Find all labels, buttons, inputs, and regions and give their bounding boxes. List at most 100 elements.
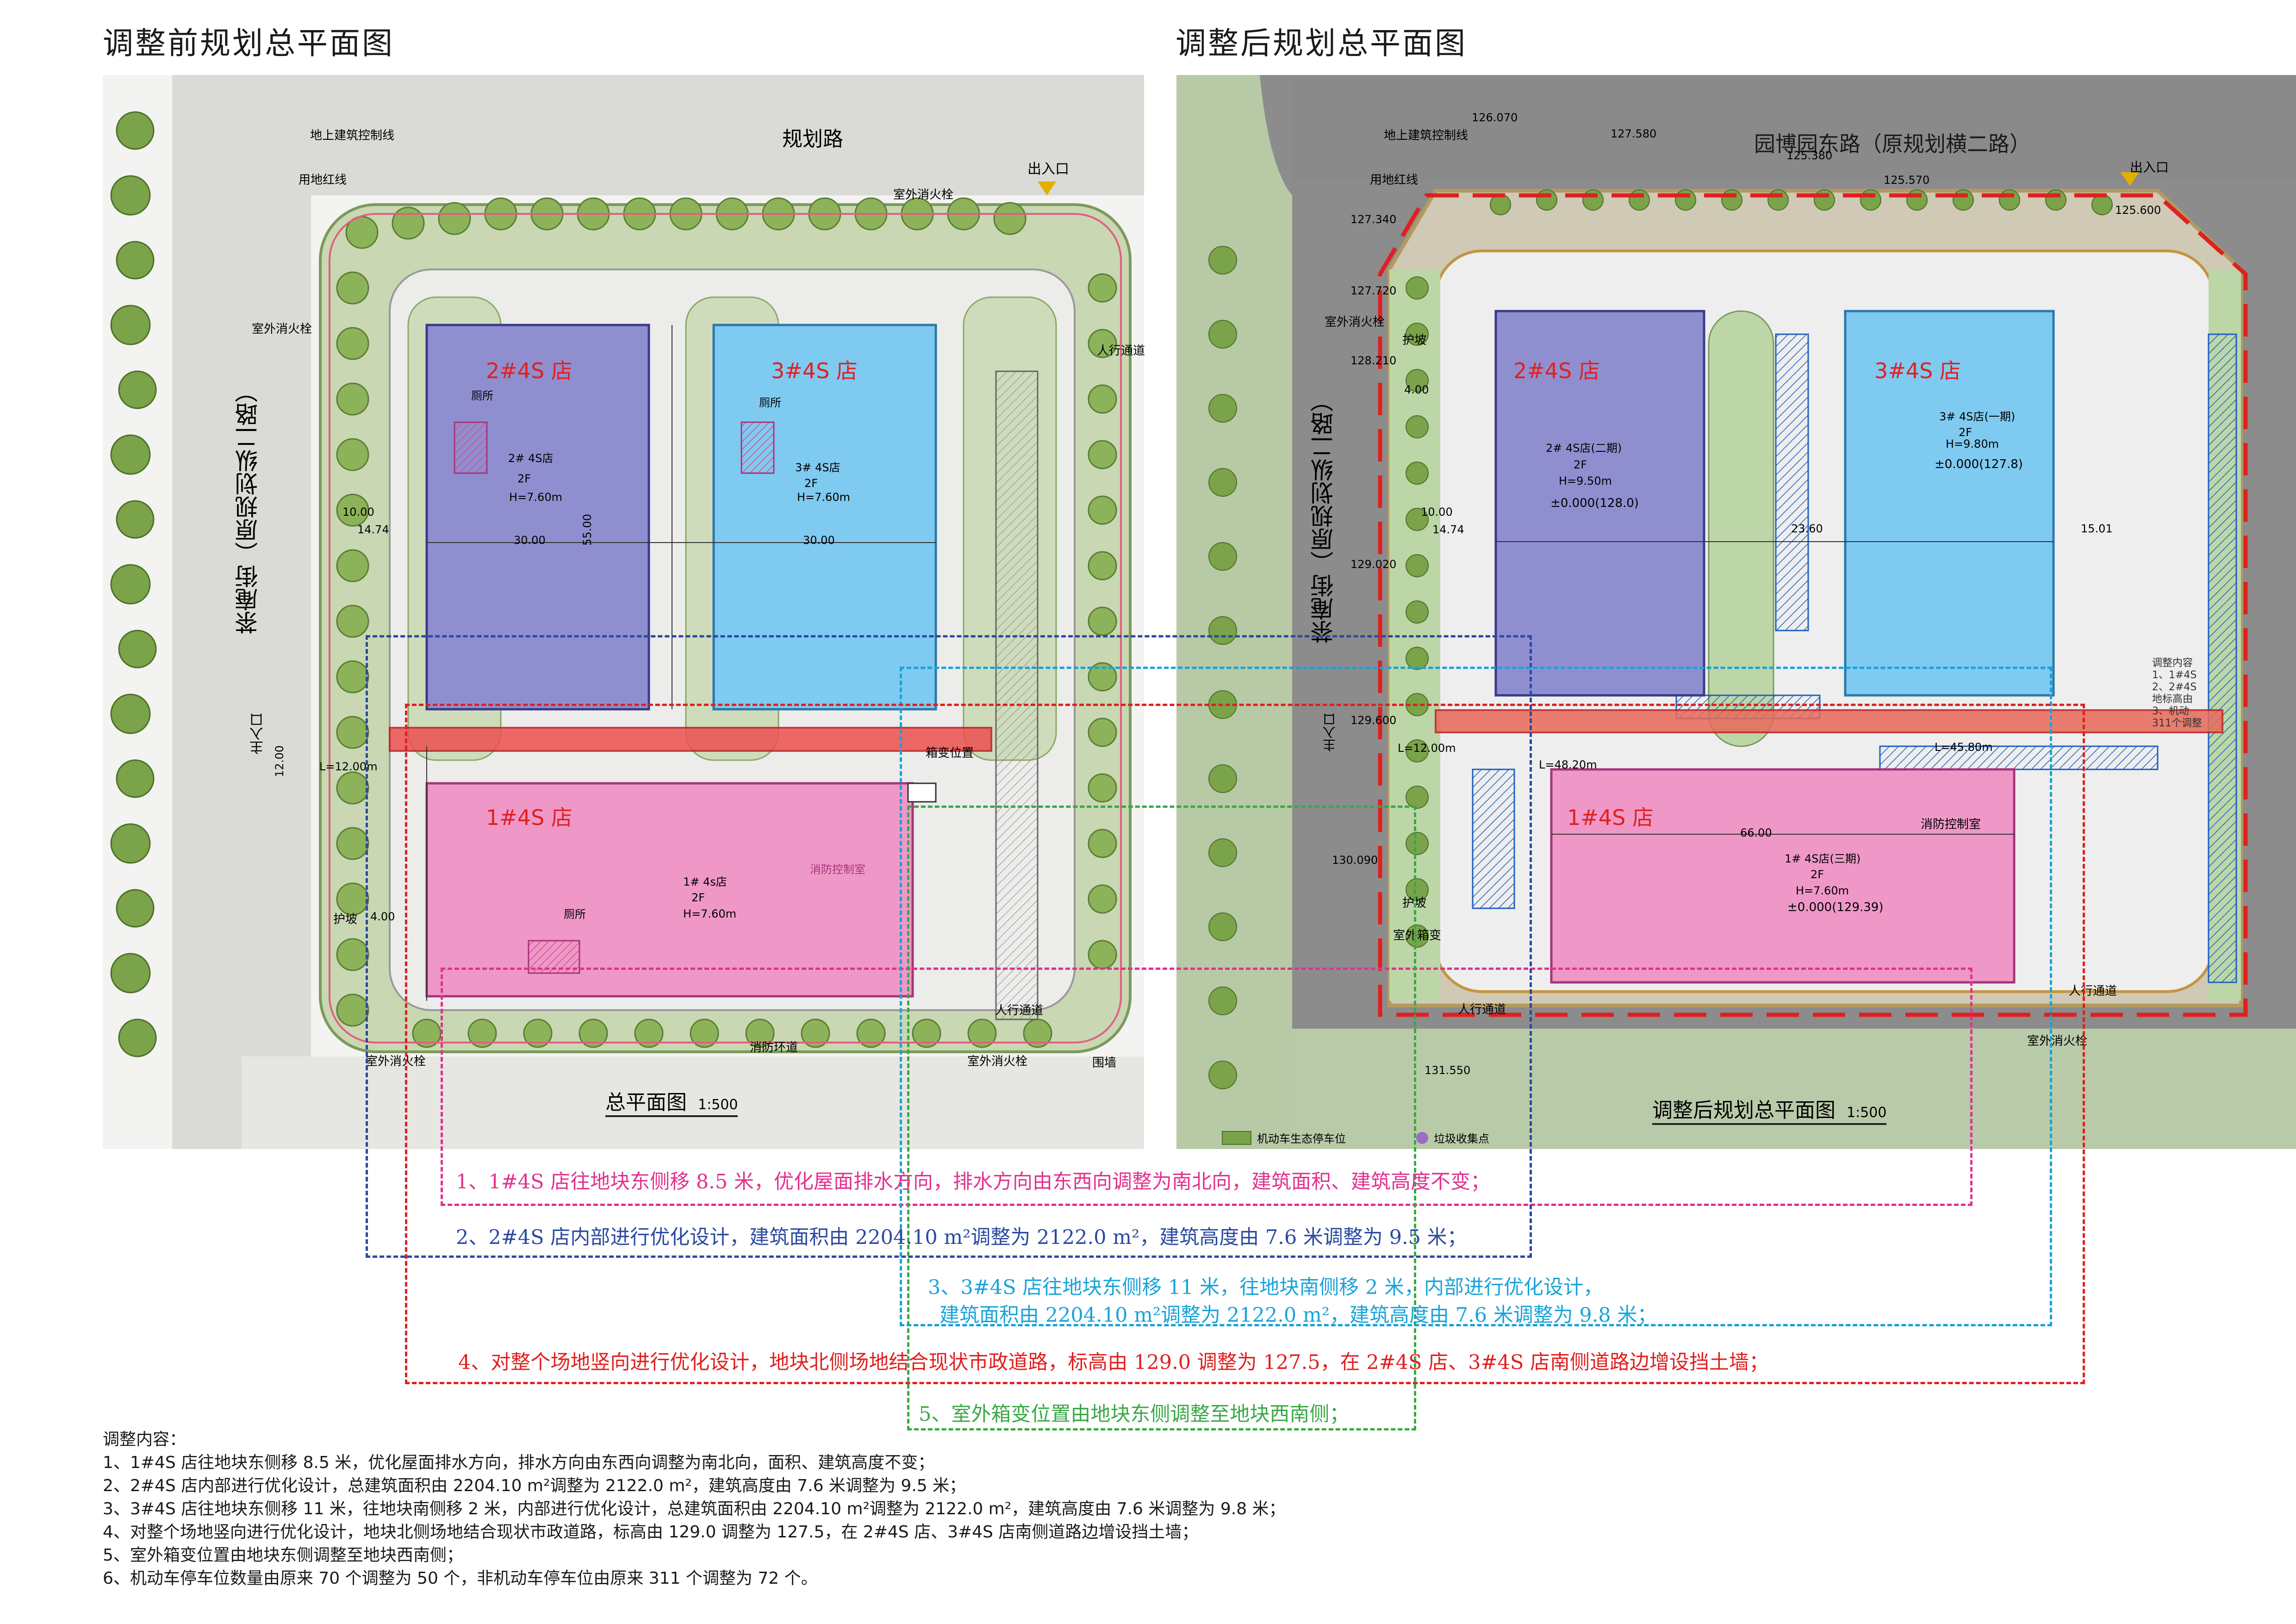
left-building-1-spec2: 2F: [691, 891, 705, 904]
right-redline-label: 用地红线: [1370, 173, 1419, 187]
left-hydrant-label-nw: 室外消火栓: [252, 322, 312, 336]
left-toilet-label-2: 厕所: [471, 389, 493, 402]
right-hydrant-label-se: 室外消火栓: [2027, 1034, 2088, 1048]
left-panel-title: 调整前规划总平面图: [103, 25, 394, 61]
left-slope-label: 护坡: [333, 912, 358, 926]
right-elev-9: 129.020: [1350, 558, 1397, 571]
callout-box-3: [900, 667, 2052, 1326]
right-building-3-spec3: H=9.80m: [1946, 437, 1999, 450]
right-hydrant-label-nw: 室外消火栓: [1325, 315, 1385, 329]
left-fire-room-label: 消防控制室: [810, 863, 865, 876]
right-building-2-spec1: 2# 4S店(二期): [1546, 442, 1622, 455]
right-building-2-spec3: H=9.50m: [1559, 475, 1612, 487]
left-toilet-2: [454, 421, 488, 474]
right-parking-west: [1472, 768, 1515, 909]
right-building-2: [1494, 310, 1705, 697]
callout-3-line1: 3、3#4S 店往地块东侧移 11 米，往地块南侧移 2 米，内部进行优化设计，: [928, 1276, 1603, 1299]
left-hydrant-label-ne: 室外消火栓: [893, 188, 954, 202]
right-building-3-elev: ±0.000(127.8): [1935, 457, 2023, 471]
right-dim-66: 66.00: [1740, 826, 1772, 839]
left-control-line-label: 地上建筑控制线: [310, 129, 395, 143]
right-side-note-6: 311个调整: [2152, 718, 2202, 729]
left-building-1-spec3: H=7.60m: [683, 907, 736, 920]
left-road-south: [242, 1056, 1144, 1149]
callout-1: 1、1#4S 店往地块东侧移 8.5 米，优化屋面排水方向，排水方向由东西向调整…: [456, 1170, 1490, 1193]
right-building-2-name: 2#4S 店: [1513, 358, 1600, 383]
left-road-west-label: 茶庵街（原规划纵二路）: [235, 380, 261, 634]
right-middle-island: [1708, 310, 1774, 747]
left-toilet-label-1: 厕所: [564, 908, 586, 921]
right-transformer-label: 室外箱变: [1393, 929, 1442, 943]
left-parking-east: [995, 370, 1039, 1020]
right-legend-parking: 机动车生态停车位: [1222, 1130, 1346, 1146]
left-building-1: [425, 782, 914, 998]
summary-item-6: 6、机动车停车位数量由原来 70 个调整为 50 个，非机动车停车位由原来 31…: [103, 1569, 818, 1588]
right-elev-2: 127.580: [1611, 127, 1657, 140]
right-elev-8: 128.210: [1350, 354, 1397, 367]
left-dim-30-b: 30.00: [803, 534, 835, 547]
right-dim-l45: L=45.80m: [1935, 741, 1993, 754]
left-toilet-3: [740, 421, 775, 474]
left-toilet-label-3: 厕所: [759, 396, 781, 409]
right-elev-5: 125.600: [2115, 204, 2161, 217]
left-scale-label: 总平面图: [605, 1091, 687, 1114]
left-entrance-marker: [1038, 181, 1056, 195]
left-site-plan: [103, 75, 1144, 1149]
right-building-2-elev: ±0.000(128.0): [1550, 496, 1639, 510]
right-road-top: 园博园东路（原规划横二路）: [1754, 131, 2031, 156]
left-fire-lane-label: 消防环道: [750, 1041, 798, 1055]
right-legend-trash-label: 垃圾收集点: [1434, 1132, 1489, 1145]
right-building-3: [1844, 310, 2055, 697]
right-building-1-elev: ±0.000(129.39): [1787, 900, 1884, 914]
right-parking-north-2: [1879, 745, 2159, 770]
right-side-note-2: 1、1#4S: [2152, 669, 2197, 681]
right-building-1-spec3: H=7.60m: [1796, 884, 1849, 897]
left-dim-12: 12.00: [273, 745, 286, 777]
right-building-1-spec2: 2F: [1811, 868, 1824, 881]
right-legend-parking-label: 机动车生态停车位: [1257, 1132, 1346, 1145]
callout-3-line2: 建筑面积由 2204.10 m²调整为 2122.0 m²，建筑高度由 7.6 …: [940, 1304, 1657, 1327]
left-building-2-spec3: H=7.60m: [509, 491, 562, 504]
right-road-north: [1292, 75, 2296, 181]
left-building-1-name: 1#4S 店: [486, 805, 572, 830]
left-building-3-spec1: 3# 4S店: [795, 461, 840, 474]
right-fire-room-label: 消防控制室: [1921, 818, 1981, 831]
parking-legend-swatch: [1222, 1131, 1251, 1145]
right-side-notes: 调整内容 1、1#4S 2、2#4S 地标高由 3、机动 311个调整: [2152, 657, 2202, 730]
right-redline: [1378, 193, 2248, 1017]
right-building-1-name: 1#4S 店: [1567, 805, 1654, 830]
right-building-3-name: 3#4S 店: [1874, 358, 1961, 383]
right-elev-4: 125.570: [1884, 174, 1930, 187]
summary-item-3: 3、3#4S 店往地块东侧移 11 米，往地块南侧移 2 米，内部进行优化设计，…: [103, 1499, 1286, 1518]
callout-box-5: [907, 806, 1416, 1430]
right-elev-11: 130.090: [1332, 854, 1378, 867]
right-dim-10: 10.00: [1421, 506, 1453, 518]
left-dim-10: 10.00: [342, 506, 374, 518]
right-site-plan: [1176, 75, 2296, 1149]
right-dim-l48: L=48.20m: [1539, 758, 1597, 771]
left-road-west: [172, 75, 311, 1149]
left-scale-title: 总平面图 1:500: [605, 1086, 738, 1117]
right-dim-4: 4.00: [1404, 383, 1429, 396]
right-elev-1: 126.070: [1472, 111, 1518, 124]
right-dim-l12: L=12.00m: [1398, 742, 1456, 755]
right-elev-6: 127.340: [1350, 213, 1397, 226]
left-fence-label: 围墙: [1092, 1056, 1117, 1070]
right-building-1-spec1: 1# 4S店(三期): [1785, 852, 1861, 865]
left-entrance-label: 出入口: [1027, 161, 1069, 177]
right-elev-12: 131.550: [1425, 1064, 1471, 1077]
right-highlight-band: [1435, 709, 2223, 733]
right-elev-3: 125.380: [1786, 149, 1833, 162]
right-side-note-5: 3、机动: [2152, 706, 2189, 717]
callout-box-2: [366, 635, 1532, 1258]
right-entrance-label: 出入口: [2130, 160, 2169, 175]
left-building-3-name: 3#4S 店: [771, 358, 858, 383]
left-dim-14: 14.74: [357, 523, 389, 536]
left-scale-value: 1:500: [698, 1097, 738, 1113]
left-hydrant-label-sw: 室外消火栓: [366, 1055, 426, 1068]
callout-5: 5、室外箱变位置由地块东侧调整至地块西南侧；: [919, 1403, 1350, 1426]
right-building-3-spec2: 2F: [1959, 426, 1972, 439]
left-transformer-label: 箱变位置: [926, 746, 974, 760]
callout-4: 4、对整个场地竖向进行优化设计，地块北侧场地结合现状市政道路，标高由 129.0…: [458, 1351, 1769, 1374]
right-building-2-spec2: 2F: [1574, 458, 1587, 471]
